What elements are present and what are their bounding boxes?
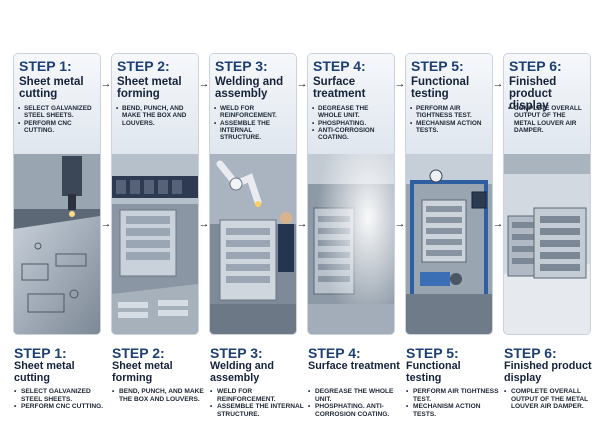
summary-step-title: Functional testing: [406, 360, 461, 384]
panel-header: STEP 1: Sheet metal cutting SELECT GALVA…: [14, 54, 100, 154]
bullet: MECHANISM ACTION TESTS.: [410, 120, 490, 135]
bullet: PERFORM CNC CUTTING.: [14, 403, 108, 411]
test-rig-photo: [406, 154, 492, 334]
step-title: Functional testing: [411, 76, 470, 100]
arrow-icon: →: [198, 218, 210, 230]
bullet: PERFORM AIR TIGHTNESS TEST.: [406, 388, 500, 403]
bullet: DEGREASE THE WHOLE UNIT.: [308, 388, 402, 403]
panel-header: STEP 4: Surface treatment DEGREASE THE W…: [308, 54, 394, 154]
step-bullets: COMPLETE OVERALL OUTPUT OF THE METAL LOU…: [508, 105, 588, 134]
step-title: Sheet metal forming: [117, 76, 182, 100]
arrow-icon: →: [100, 78, 112, 90]
panel-header: STEP 5: Functional testing PERFORM AIR T…: [406, 54, 492, 154]
panel-header: STEP 6: Finished product display COMPLET…: [504, 54, 590, 154]
step-bullets: BEND, PUNCH, AND MAKE THE BOX AND LOUVER…: [116, 105, 196, 127]
summary-bullets: DEGREASE THE WHOLE UNIT. PHOSPHATING. AN…: [308, 388, 402, 418]
bullet: BEND, PUNCH, AND MAKE THE BOX AND LOUVER…: [112, 388, 206, 403]
finished-dampers-photo: [504, 154, 590, 334]
bullet: WELD FOR REINFORCEMENT.: [210, 388, 304, 403]
bullet: PERFORM CNC CUTTING.: [18, 120, 98, 135]
arrow-icon: →: [492, 218, 504, 230]
step-bullets: SELECT GALVANIZED STEEL SHEETS. PERFORM …: [18, 105, 98, 134]
bullet: PERFORM AIR TIGHTNESS TEST.: [410, 105, 490, 120]
cnc-laser-cutting-photo: [14, 154, 100, 334]
summary-step-title: Welding and assembly: [210, 360, 274, 384]
step-panel-5: STEP 5: Functional testing PERFORM AIR T…: [406, 54, 492, 334]
step-label: STEP 1:: [19, 58, 72, 74]
step-bullets: PERFORM AIR TIGHTNESS TEST. MECHANISM AC…: [410, 105, 490, 134]
arrow-icon: →: [296, 78, 308, 90]
summary-bullets: COMPLETE OVERALL OUTPUT OF THE METAL LOU…: [504, 388, 598, 411]
step-panel-1: STEP 1: Sheet metal cutting SELECT GALVA…: [14, 54, 100, 334]
step-label: STEP 6:: [509, 58, 562, 74]
panel-header: STEP 2: Sheet metal forming BEND, PUNCH,…: [112, 54, 198, 154]
arrow-icon: →: [100, 218, 112, 230]
bullet: ANTI-CORROSION COATING.: [312, 127, 392, 142]
bullet: COMPLETE OVERALL OUTPUT OF THE METAL LOU…: [504, 388, 598, 411]
bullet: ASSEMBLE THE INTERNAL STRUCTURE.: [214, 120, 294, 142]
step-label: STEP 4:: [313, 58, 366, 74]
step-title: Welding and assembly: [215, 76, 284, 100]
bullet: WELD FOR REINFORCEMENT.: [214, 105, 294, 120]
arrow-icon: →: [394, 78, 406, 90]
arrow-icon: →: [198, 78, 210, 90]
step-title: Sheet metal cutting: [19, 76, 84, 100]
bullet: COMPLETE OVERALL OUTPUT OF THE METAL LOU…: [508, 105, 588, 134]
summary-step-label: STEP 6:: [504, 345, 557, 361]
bullet: ASSEMBLE THE INTERNAL STRUCTURE.: [210, 403, 304, 418]
bullet: MECHANISM ACTION TESTS.: [406, 403, 500, 418]
summary-step-label: STEP 2:: [112, 345, 165, 361]
step-label: STEP 2:: [117, 58, 170, 74]
panel-header: STEP 3: Welding and assembly WELD FOR RE…: [210, 54, 296, 154]
summary-bullets: BEND, PUNCH, AND MAKE THE BOX AND LOUVER…: [112, 388, 206, 403]
summary-step-label: STEP 4:: [308, 345, 361, 361]
bullet: DEGREASE THE WHOLE UNIT.: [312, 105, 392, 120]
arrow-icon: →: [296, 218, 308, 230]
step-bullets: WELD FOR REINFORCEMENT. ASSEMBLE THE INT…: [214, 105, 294, 141]
bullet: PHOSPHATING.: [312, 120, 392, 128]
robot-welding-photo: [210, 154, 296, 334]
bullet: SELECT GALVANIZED STEEL SHEETS.: [18, 105, 98, 120]
summary-bullets: SELECT GALVANIZED STEEL SHEETS. PERFORM …: [14, 388, 108, 411]
step-bullets: DEGREASE THE WHOLE UNIT. PHOSPHATING. AN…: [312, 105, 392, 141]
step-title: Surface treatment: [313, 76, 366, 100]
arrow-icon: →: [394, 218, 406, 230]
spray-booth-photo: [308, 154, 394, 334]
summary-step-label: STEP 3:: [210, 345, 263, 361]
step-panel-2: STEP 2: Sheet metal forming BEND, PUNCH,…: [112, 54, 198, 334]
summary-step-title: Surface treatment: [308, 360, 400, 372]
summary-step-label: STEP 1:: [14, 345, 67, 361]
step-label: STEP 3:: [215, 58, 268, 74]
step-panel-6: STEP 6: Finished product display COMPLET…: [504, 54, 590, 334]
summary-step-title: Sheet metal forming: [112, 360, 173, 384]
press-brake-forming-photo: [112, 154, 198, 334]
summary-step-label: STEP 5:: [406, 345, 459, 361]
step-panel-3: STEP 3: Welding and assembly WELD FOR RE…: [210, 54, 296, 334]
bullet: PHOSPHATING. ANTI-CORROSION COATING.: [308, 403, 402, 418]
summary-bullets: PERFORM AIR TIGHTNESS TEST. MECHANISM AC…: [406, 388, 500, 418]
bullet: BEND, PUNCH, AND MAKE THE BOX AND LOUVER…: [116, 105, 196, 127]
bullet: SELECT GALVANIZED STEEL SHEETS.: [14, 388, 108, 403]
summary-step-title: Finished product display: [504, 360, 592, 384]
summary-bullets: WELD FOR REINFORCEMENT. ASSEMBLE THE INT…: [210, 388, 304, 418]
step-label: STEP 5:: [411, 58, 464, 74]
summary-step-title: Sheet metal cutting: [14, 360, 75, 384]
step-panel-4: STEP 4: Surface treatment DEGREASE THE W…: [308, 54, 394, 334]
arrow-icon: →: [492, 78, 504, 90]
